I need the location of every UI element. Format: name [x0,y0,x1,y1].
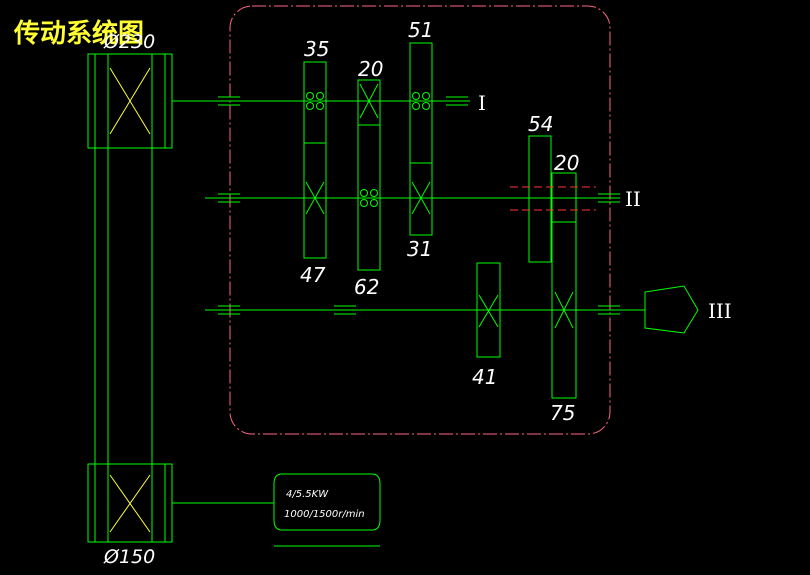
gear-block-20-62 [357,79,381,271]
gear-label-62: 62 [354,275,379,299]
gear-label-20a: 20 [358,57,383,81]
top-pulley-label: Ø230 [103,31,155,53]
motor [273,473,381,531]
shaft-3-label: III [708,299,732,323]
gear-block-35-47 [303,61,327,259]
motor-power-label: 4/5.5KW [286,489,329,500]
gear-label-20b: 20 [554,151,579,175]
gear-label-47: 47 [300,263,326,287]
gear-41 [476,262,501,358]
gear-label-54: 54 [528,112,553,136]
gearbox-housing [229,5,611,435]
needle-bearings [306,92,430,207]
clutch-marks [510,186,596,211]
shaft-2-label: II [625,187,641,211]
shaft-1-label: I [478,91,486,115]
gear-label-35: 35 [304,37,329,61]
gear-label-75: 75 [550,401,575,425]
gear-label-41: 41 [472,365,497,389]
diagram-title: 传动系统图 [13,18,144,49]
gear-block-20-75 [551,172,577,399]
belt-drive [87,53,173,543]
gear-label-31: 31 [407,237,432,261]
gear-54 [528,135,552,263]
bearings [218,96,620,315]
bottom-pulley-label: Ø150 [103,546,155,568]
output-cone [644,285,699,334]
motor-speed-label: 1000/1500r/min [284,509,365,520]
pulley-cross-marks [109,67,151,533]
gear-block-51-31 [409,42,433,236]
gear-label-51: 51 [408,18,433,42]
